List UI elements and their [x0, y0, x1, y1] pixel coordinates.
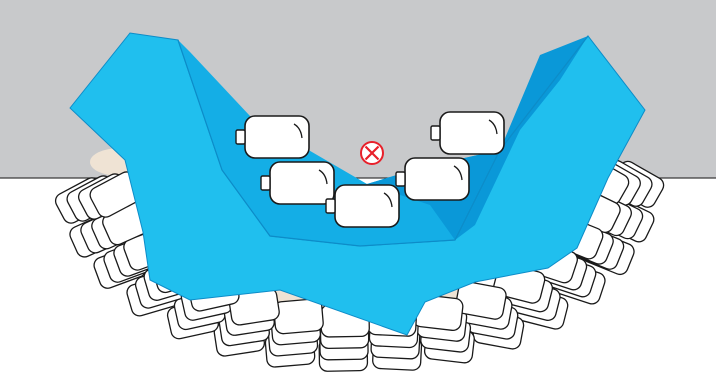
- iv-bag-icon: [236, 116, 309, 158]
- iv-bag-icon: [326, 185, 399, 227]
- iv-bag-icon: [396, 158, 469, 200]
- iv-bag-icon: [261, 162, 334, 204]
- circle-x-icon: [361, 142, 383, 164]
- ring-bag-icon: [273, 298, 324, 334]
- iv-bag-icon: [431, 112, 504, 154]
